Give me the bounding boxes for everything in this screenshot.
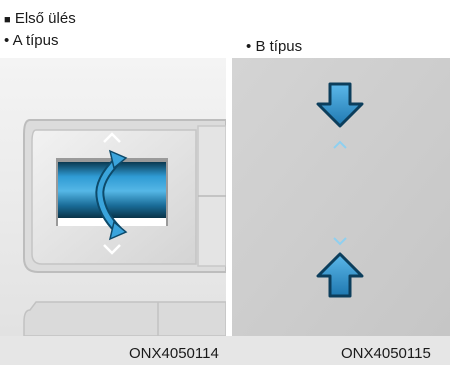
variant-b-drawing xyxy=(232,58,450,336)
variant-a-illustration xyxy=(0,58,226,336)
variant-a-label-row: • A típus xyxy=(4,33,58,48)
variant-b-bullet: • xyxy=(246,38,252,55)
section-heading: ■ Első ülés xyxy=(4,11,76,26)
variant-a-drawing xyxy=(0,58,226,336)
variant-b-label-row: • B típus xyxy=(246,39,302,54)
section-title: Első ülés xyxy=(14,10,76,27)
caption-strip xyxy=(0,336,450,365)
variant-b-figure-code: ONX4050115 xyxy=(341,345,431,362)
variant-b-label: B típus xyxy=(255,38,303,55)
variant-b-illustration xyxy=(232,58,450,336)
variant-a-label: A típus xyxy=(12,32,59,49)
section-marker: ■ xyxy=(4,14,11,26)
variant-a-bullet: • xyxy=(4,32,10,49)
variant-a-figure-code: ONX4050114 xyxy=(129,345,219,362)
